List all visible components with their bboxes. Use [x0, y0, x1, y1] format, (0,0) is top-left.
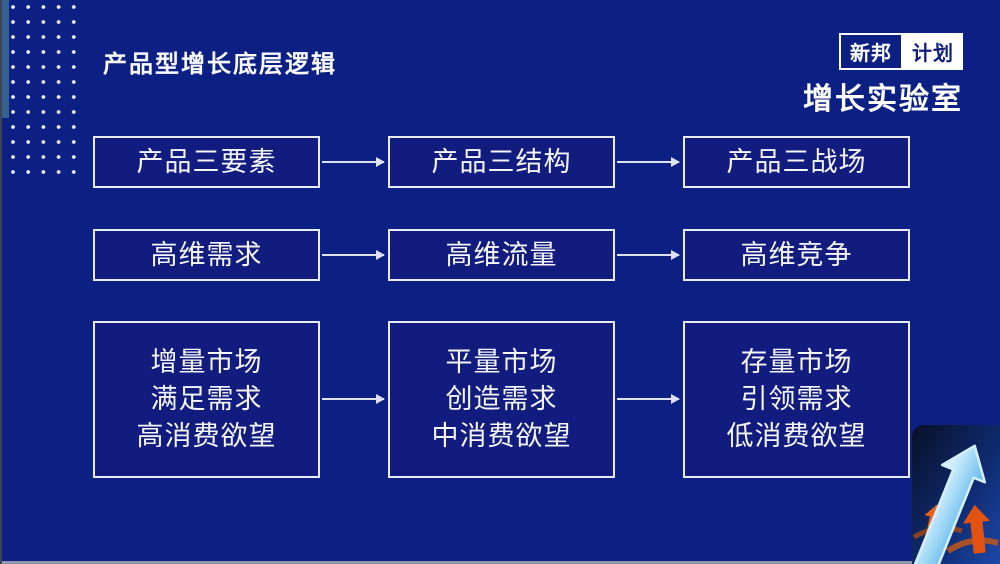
dot-grid-decoration	[9, 3, 81, 177]
flow-box-label: 满足需求	[150, 384, 263, 414]
flow-box-label: 存量市场	[740, 347, 853, 377]
page-title: 产品型增长底层逻辑	[103, 51, 337, 78]
flow-box-high-dim-demand: 高维需求	[93, 229, 320, 281]
flow-box-label: 平量市场	[445, 347, 558, 377]
brand-logo: 新邦 计划 增长实验室	[803, 33, 963, 118]
flow-box-label: 创造需求	[445, 384, 558, 414]
flow-box-stock-market: 存量市场 引领需求 低消费欲望	[683, 321, 910, 478]
logo-badge-left: 新邦	[839, 33, 903, 70]
flow-box-product-elements: 产品三要素	[93, 136, 320, 188]
slide-left-edge	[0, 0, 2, 564]
arrow-right-icon	[617, 157, 680, 167]
flow-box-label: 增量市场	[150, 347, 263, 377]
arrow-right-icon	[322, 157, 385, 167]
flow-box-label: 产品三结构	[431, 146, 572, 177]
flow-box-product-structures: 产品三结构	[388, 136, 615, 188]
arrow-right-icon	[617, 250, 680, 260]
growth-arrows-icon	[912, 425, 1000, 564]
logo-badge: 新邦 计划	[839, 33, 963, 70]
flow-box-label: 产品三战场	[726, 146, 867, 177]
flow-box-high-dim-traffic: 高维流量	[388, 229, 615, 281]
flow-box-incremental-market: 增量市场 满足需求 高消费欲望	[93, 321, 320, 478]
logo-badge-right: 计划	[903, 33, 963, 70]
flow-box-label: 高维流量	[445, 239, 558, 270]
flow-box-product-battlefields: 产品三战场	[683, 136, 910, 188]
flow-box-high-dim-competition: 高维竞争	[683, 229, 910, 281]
slide-bottom-edge	[0, 561, 912, 564]
flow-box-label: 中消费欲望	[431, 421, 572, 451]
flow-box-label: 高维需求	[150, 239, 263, 270]
flow-box-label: 高消费欲望	[136, 421, 277, 451]
growth-arrows-illustration	[912, 425, 1000, 564]
flow-box-label: 引领需求	[740, 384, 853, 414]
flow-box-label: 产品三要素	[136, 146, 277, 177]
flow-box-label: 低消费欲望	[726, 421, 867, 451]
flow-box-label: 高维竞争	[740, 239, 853, 270]
arrow-right-icon	[322, 250, 385, 260]
flow-box-flat-market: 平量市场 创造需求 中消费欲望	[388, 321, 615, 478]
arrow-right-icon	[322, 394, 385, 404]
logo-name: 增长实验室	[803, 83, 963, 116]
arrow-right-icon	[617, 394, 680, 404]
left-accent-bar	[2, 0, 9, 118]
